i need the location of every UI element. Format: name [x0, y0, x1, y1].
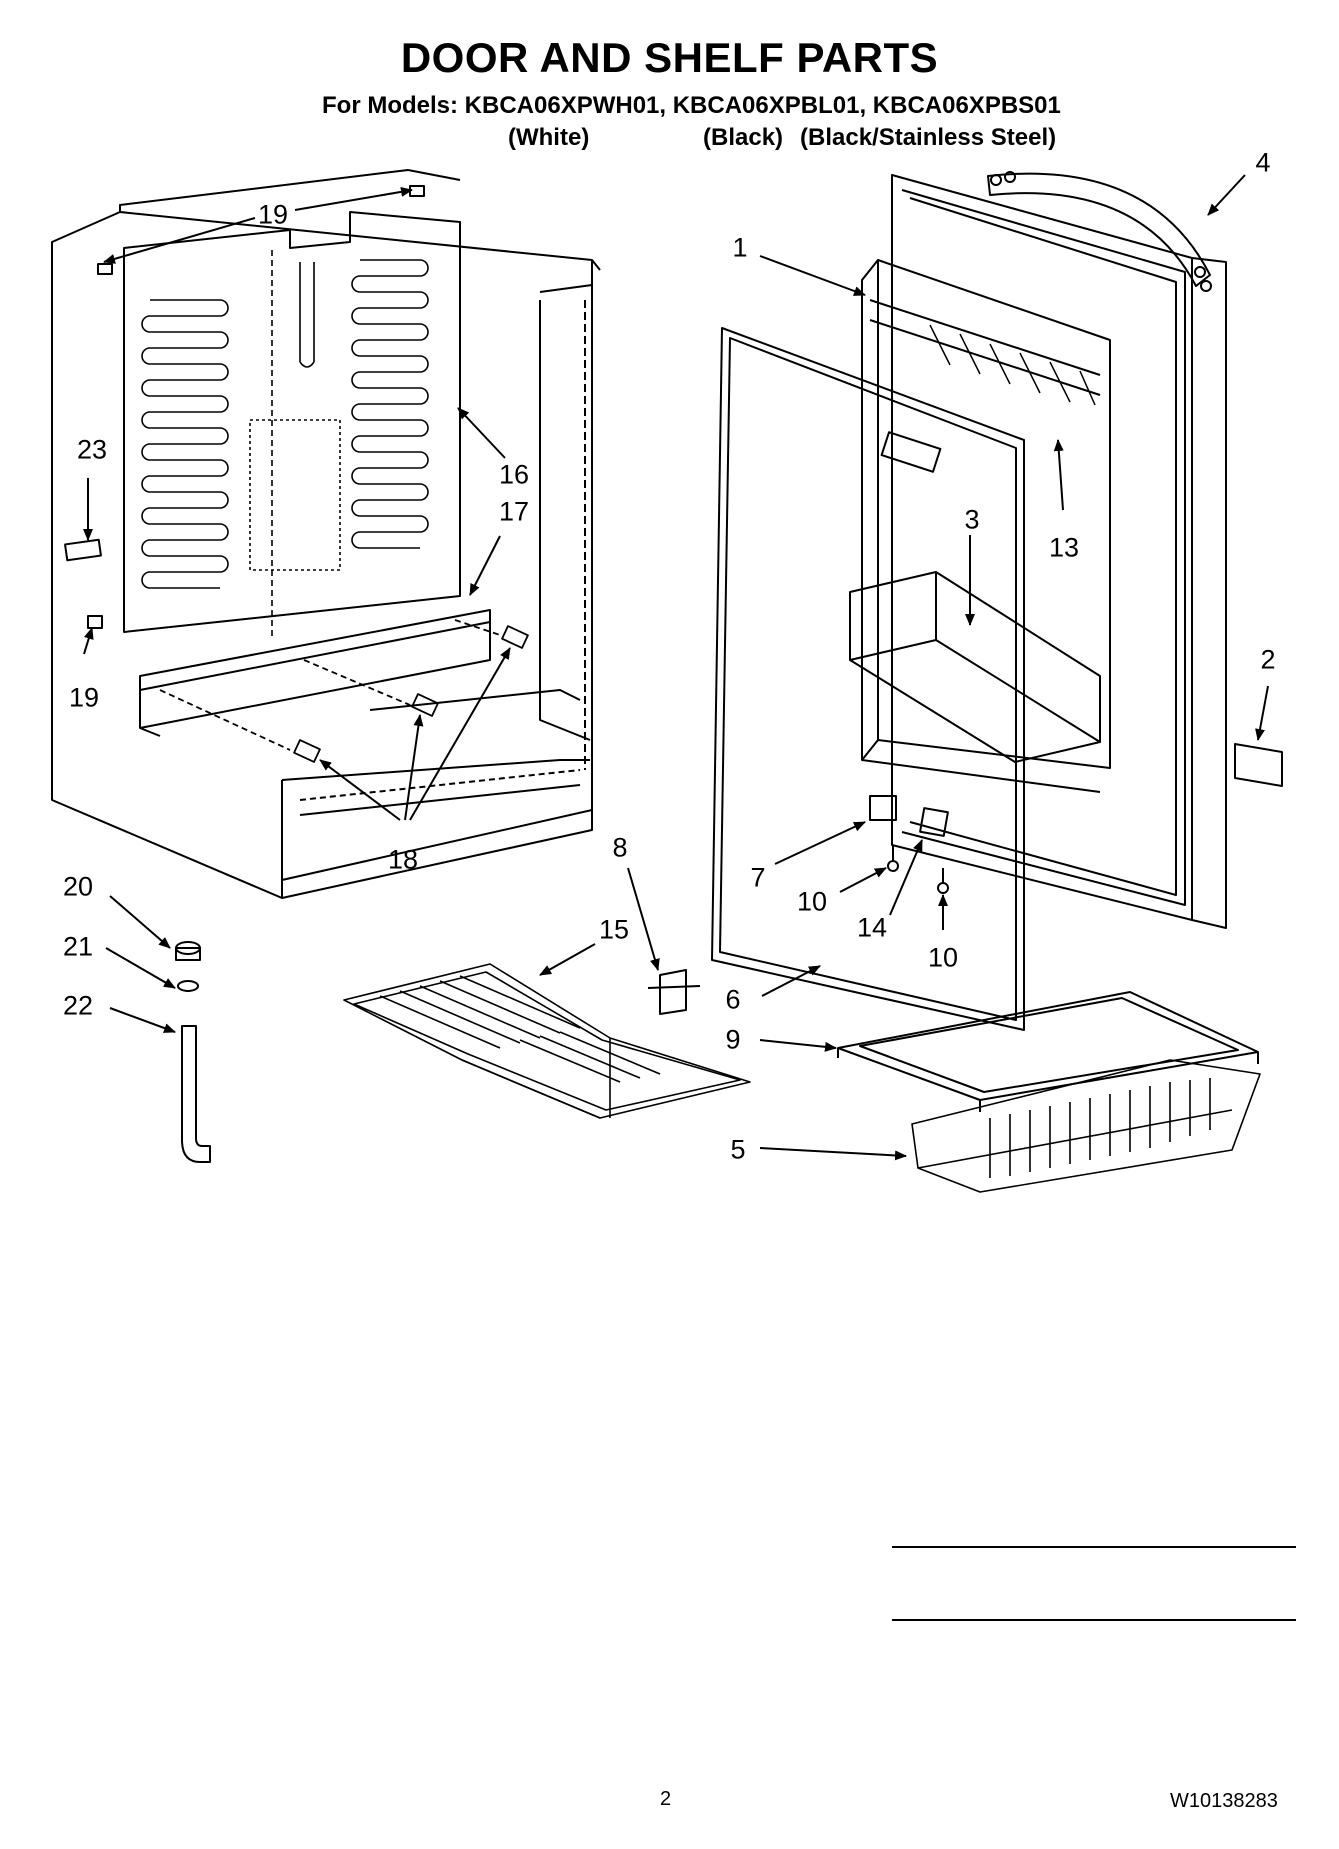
trim-bracket: [139, 609, 491, 737]
door-handle: [987, 172, 1211, 287]
wire-shelf: [343, 963, 751, 1119]
callout-3: 3: [964, 504, 980, 535]
crisper-basket: [911, 1059, 1261, 1193]
plug-left: [87, 615, 103, 629]
callout-1: 1: [732, 232, 748, 263]
callout-20: 20: [62, 871, 94, 902]
drain-washer: [177, 980, 199, 992]
callout-4: 4: [1255, 147, 1271, 178]
callout-16: 16: [498, 459, 530, 490]
plug-top-right: [409, 185, 425, 197]
callout-17: 17: [498, 496, 530, 527]
callout-21: 21: [62, 931, 94, 962]
callout-19-left: 19: [68, 682, 100, 713]
door-assembly: [849, 174, 1227, 929]
models-line: For Models: KBCA06XPWH01, KBCA06XPBL01, …: [322, 92, 1061, 119]
callout-6: 6: [725, 984, 741, 1015]
door-gasket: [711, 327, 1025, 1031]
page-number: 2: [660, 1788, 672, 1810]
callout-9: 9: [725, 1024, 741, 1055]
evaporator-plate: [123, 211, 461, 640]
callout-10-right: 10: [927, 942, 959, 973]
hinge-pin: [919, 807, 949, 837]
hinge-bracket: [869, 795, 897, 821]
callout-13: 13: [1048, 532, 1080, 563]
variant-black: (Black): [703, 124, 784, 151]
drain-tube: [181, 1025, 211, 1163]
document-number: W10138283: [1170, 1790, 1278, 1812]
callout-23: 23: [76, 434, 108, 465]
label-part: [64, 538, 102, 562]
shelf-bracket: [659, 969, 687, 1015]
blank-rule-1: [892, 1546, 1296, 1548]
variant-black-stainless: (Black/Stainless Steel): [800, 124, 1057, 151]
callout-10-left: 10: [796, 886, 828, 917]
callout-5: 5: [730, 1134, 746, 1165]
callout-22: 22: [62, 990, 94, 1021]
callout-18: 18: [387, 844, 419, 875]
callout-15: 15: [598, 914, 630, 945]
callout-19-top: 19: [257, 199, 289, 230]
cabinet-liner: [51, 169, 601, 899]
page-title: DOOR AND SHELF PARTS: [400, 34, 939, 81]
screws: [159, 619, 529, 763]
callout-8: 8: [612, 832, 628, 863]
callout-14: 14: [856, 912, 888, 943]
callout-7: 7: [750, 862, 766, 893]
plug-top-left: [97, 263, 113, 275]
blank-rule-2: [892, 1619, 1296, 1621]
callout-2: 2: [1260, 644, 1276, 675]
variant-white: (White): [508, 124, 590, 151]
crisper-cover: [837, 991, 1259, 1112]
label-2: [1234, 743, 1283, 787]
